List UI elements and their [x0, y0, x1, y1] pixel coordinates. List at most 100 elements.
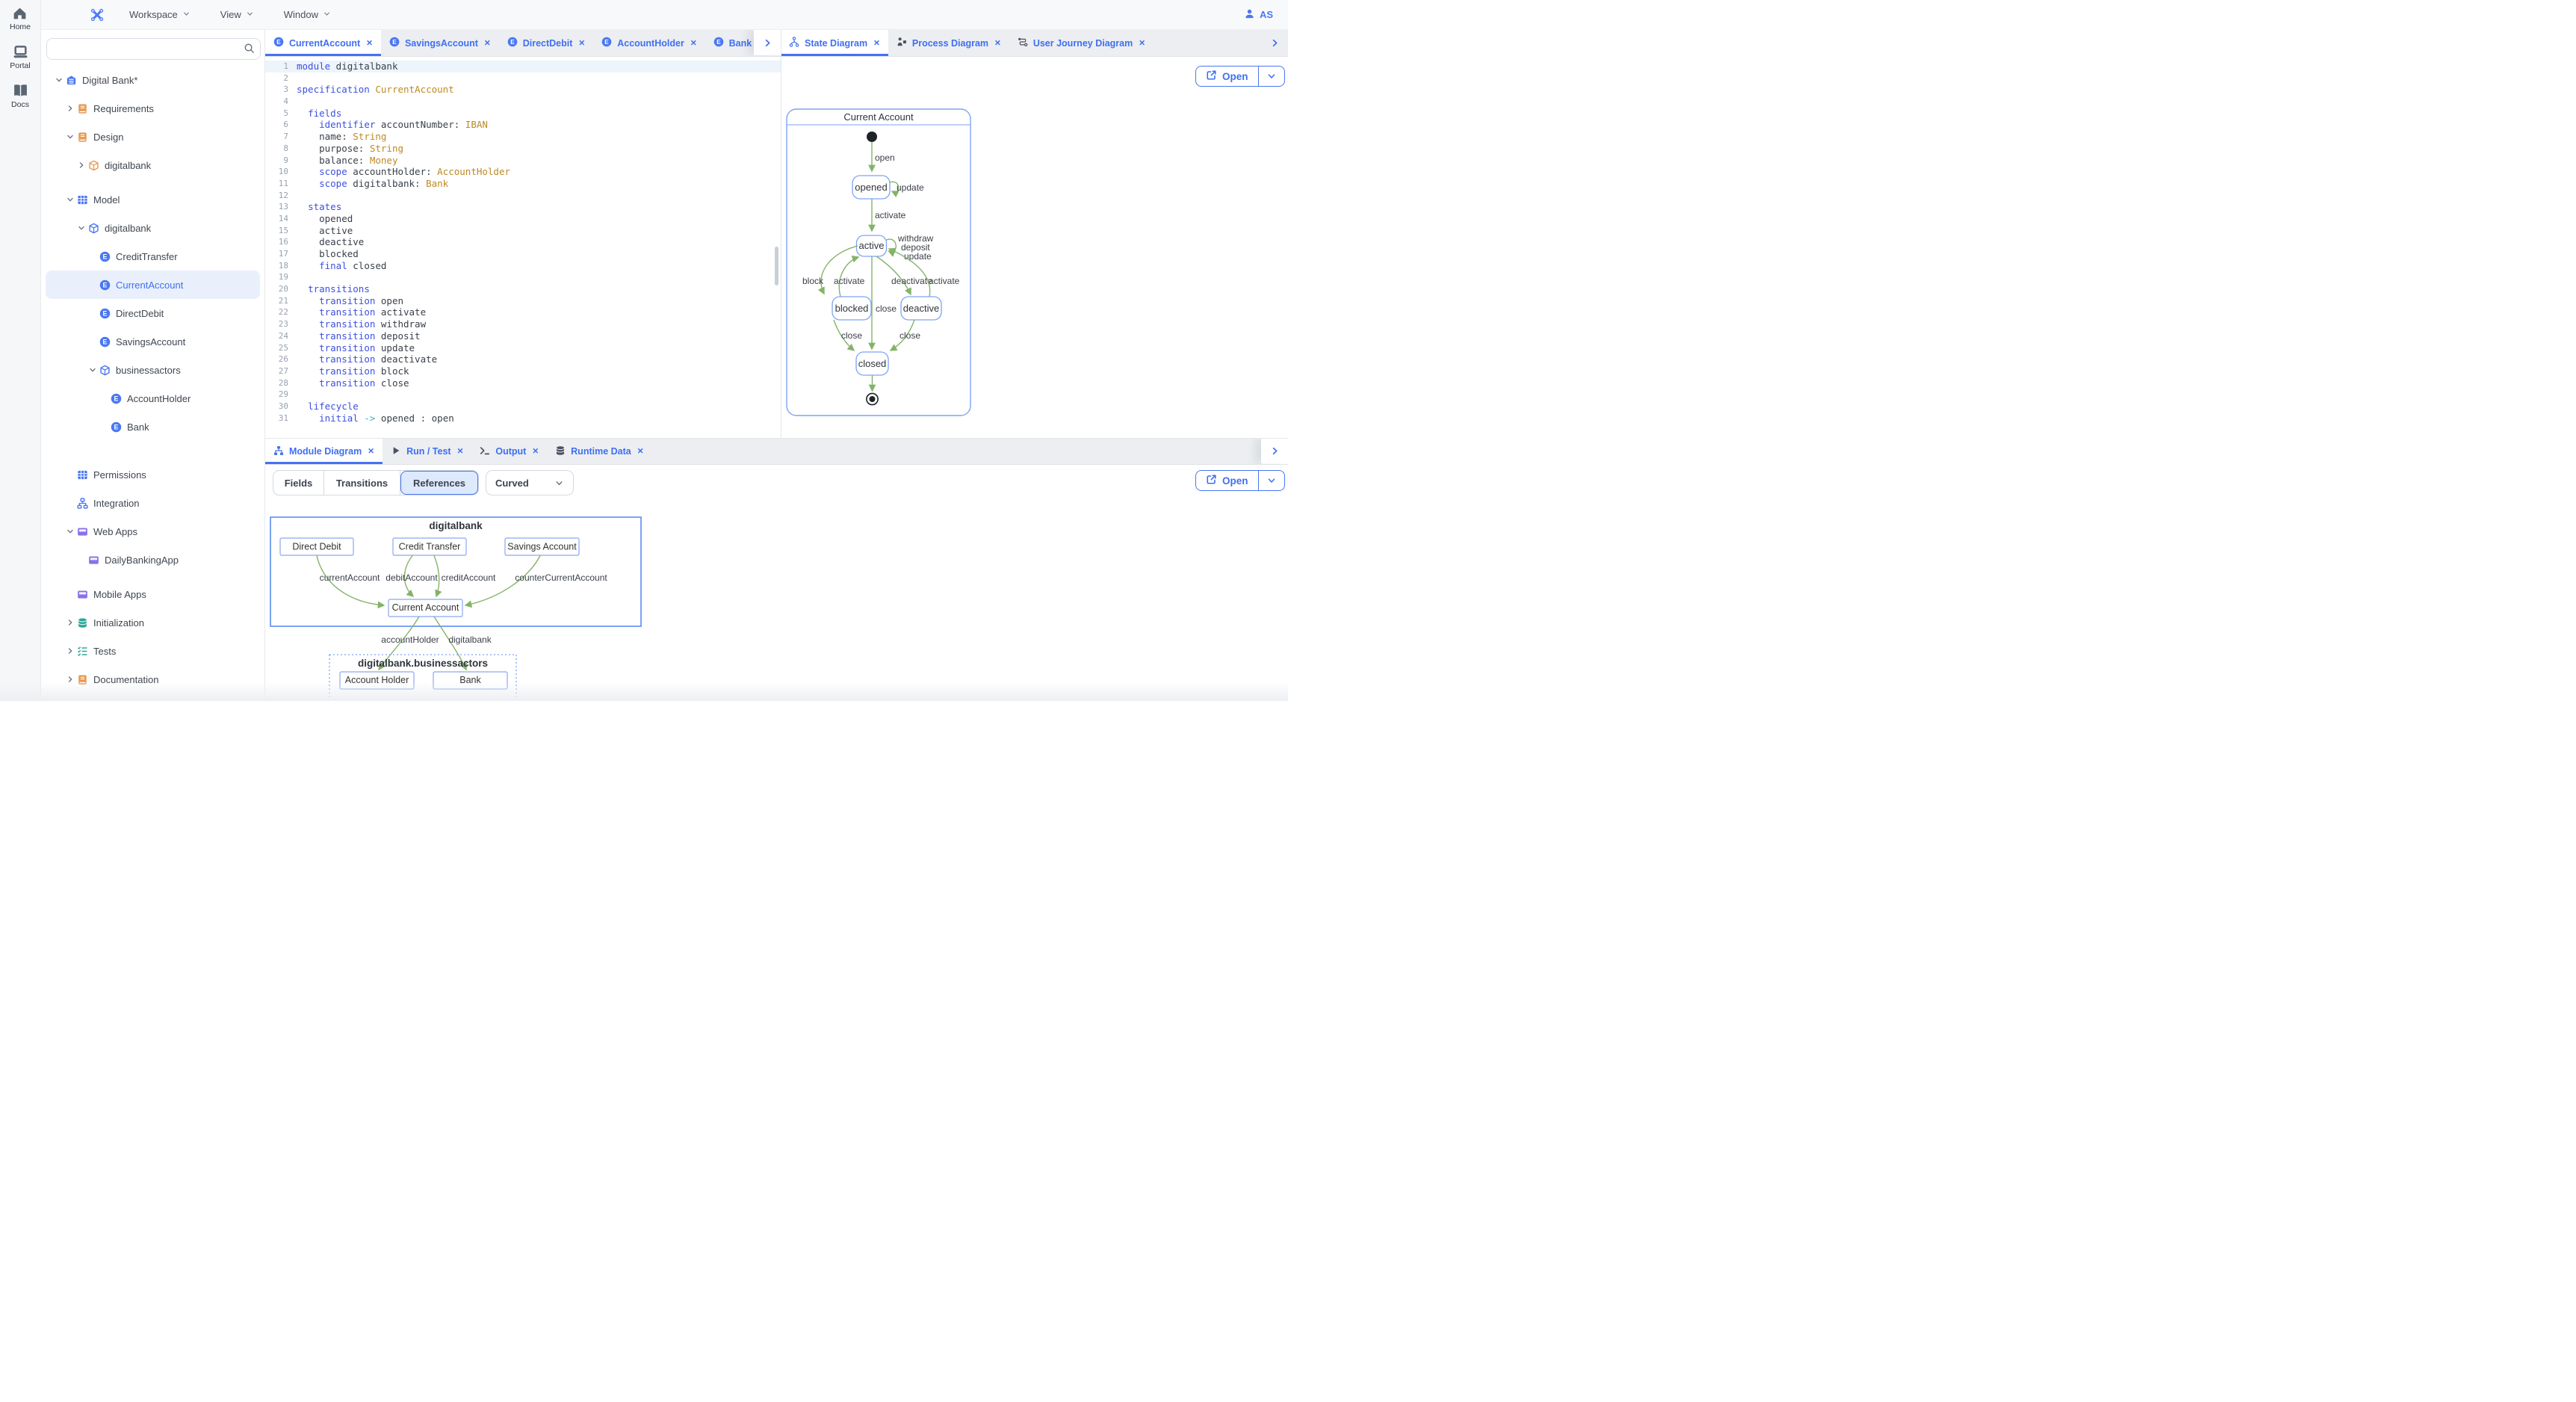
chevron-down-icon[interactable]: [86, 365, 99, 374]
code-line[interactable]: 13 states: [265, 201, 781, 213]
tab-user-journey-diagram[interactable]: User Journey Diagram✕: [1009, 30, 1154, 56]
close-icon[interactable]: ✕: [366, 38, 373, 48]
menu-window[interactable]: Window: [284, 9, 331, 20]
sidebar-item-integration[interactable]: Integration: [46, 489, 260, 517]
code-line[interactable]: 17 blocked: [265, 248, 781, 260]
code-line[interactable]: 31 initial -> opened : open: [265, 413, 781, 424]
code-line[interactable]: 18 final closed: [265, 260, 781, 272]
module-node-direct-debit[interactable]: [279, 537, 354, 556]
code-line[interactable]: 14 opened: [265, 213, 781, 225]
sidebar-item-digital-bank[interactable]: Digital Bank*: [46, 66, 260, 94]
code-line[interactable]: 22 transition activate: [265, 306, 781, 318]
module-node-credit-transfer[interactable]: [392, 537, 467, 556]
tab-overflow-button[interactable]: [754, 30, 781, 55]
sidebar-item-initialization[interactable]: Initialization: [46, 608, 260, 637]
sidebar-item-digitalbank[interactable]: digitalbank: [46, 214, 260, 242]
close-icon[interactable]: ✕: [483, 38, 491, 48]
tab-runtime-data[interactable]: Runtime Data✕: [547, 439, 651, 464]
sidebar-item-web-apps[interactable]: Web Apps: [46, 517, 260, 546]
sidebar-item-documentation[interactable]: Documentation: [46, 665, 260, 694]
code-line[interactable]: 15 active: [265, 225, 781, 237]
chevron-down-icon[interactable]: [64, 527, 76, 536]
state-node-opened[interactable]: [852, 175, 891, 200]
code-line[interactable]: 23 transition withdraw: [265, 318, 781, 330]
rail-item-docs[interactable]: Docs: [11, 83, 29, 109]
chevron-down-icon[interactable]: [52, 75, 65, 84]
code-line[interactable]: 11 scope digitalbank: Bank: [265, 178, 781, 190]
tab-overflow-button[interactable]: [1261, 439, 1288, 463]
open-module-diagram-button[interactable]: Open: [1196, 471, 1259, 490]
segment-references[interactable]: References: [400, 471, 478, 495]
chevron-right-icon[interactable]: [75, 161, 87, 170]
tab-output[interactable]: Output✕: [471, 439, 547, 464]
close-icon[interactable]: ✕: [637, 447, 644, 456]
open-module-dropdown-button[interactable]: [1259, 471, 1284, 490]
code-line[interactable]: 4: [265, 96, 781, 108]
state-node-deactive[interactable]: [900, 296, 942, 321]
code-line[interactable]: 28 transition close: [265, 377, 781, 389]
code-line[interactable]: 9 balance: Money: [265, 155, 781, 167]
app-logo-icon[interactable]: [90, 8, 104, 22]
close-icon[interactable]: ✕: [456, 447, 464, 456]
tab-run-test[interactable]: Run / Test✕: [383, 439, 471, 464]
code-line[interactable]: 21 transition open: [265, 295, 781, 307]
close-icon[interactable]: ✕: [1139, 38, 1146, 48]
chevron-down-icon[interactable]: [64, 132, 76, 141]
close-icon[interactable]: ✕: [532, 447, 539, 456]
sidebar-item-requirements[interactable]: Requirements: [46, 94, 260, 123]
close-icon[interactable]: ✕: [578, 38, 586, 48]
menu-view[interactable]: View: [220, 9, 254, 20]
chevron-right-icon[interactable]: [64, 104, 76, 113]
rail-item-portal[interactable]: Portal: [10, 44, 31, 70]
sidebar-item-tests[interactable]: Tests: [46, 637, 260, 665]
sidebar-item-model[interactable]: Model: [46, 185, 260, 214]
chevron-down-icon[interactable]: [64, 195, 76, 204]
tab-process-diagram[interactable]: Process Diagram✕: [888, 30, 1009, 56]
rail-item-home[interactable]: Home: [10, 5, 31, 31]
sidebar-item-permissions[interactable]: Permissions: [46, 460, 260, 489]
close-icon[interactable]: ✕: [994, 38, 1001, 48]
code-line[interactable]: 25 transition update: [265, 342, 781, 354]
open-diagram-dropdown-button[interactable]: [1259, 67, 1284, 86]
initial-state-node[interactable]: [867, 132, 877, 142]
close-icon[interactable]: ✕: [690, 38, 697, 48]
sidebar-item-design[interactable]: Design: [46, 123, 260, 151]
code-line[interactable]: 20 transitions: [265, 283, 781, 295]
module-node-current-account[interactable]: [388, 599, 463, 617]
code-line[interactable]: 6 identifier accountNumber: IBAN: [265, 119, 781, 131]
code-line[interactable]: 5 fields: [265, 108, 781, 120]
chevron-right-icon[interactable]: [64, 675, 76, 684]
segment-transitions[interactable]: Transitions: [324, 471, 400, 495]
open-diagram-button[interactable]: Open: [1196, 67, 1259, 86]
edge-style-select[interactable]: Curved: [486, 470, 574, 495]
close-icon[interactable]: ✕: [368, 447, 375, 456]
editor-scrollbar[interactable]: [775, 247, 778, 285]
code-line[interactable]: 10 scope accountHolder: AccountHolder: [265, 166, 781, 178]
code-line[interactable]: 12: [265, 190, 781, 202]
code-line[interactable]: 7 name: String: [265, 131, 781, 143]
close-icon[interactable]: ✕: [873, 38, 880, 48]
code-line[interactable]: 24 transition deposit: [265, 330, 781, 342]
user-account-button[interactable]: AS: [1244, 8, 1273, 22]
chevron-right-icon[interactable]: [64, 618, 76, 627]
menu-workspace[interactable]: Workspace: [129, 9, 191, 20]
chevron-down-icon[interactable]: [75, 223, 87, 232]
search-input[interactable]: [47, 39, 260, 59]
code-line[interactable]: 19: [265, 271, 781, 283]
tab-module-diagram[interactable]: Module Diagram✕: [265, 439, 383, 464]
code-line[interactable]: 30 lifecycle: [265, 401, 781, 413]
code-line[interactable]: 8 purpose: String: [265, 143, 781, 155]
state-node-blocked[interactable]: [832, 296, 872, 321]
sidebar-item-businessactors[interactable]: businessactors: [46, 356, 260, 384]
